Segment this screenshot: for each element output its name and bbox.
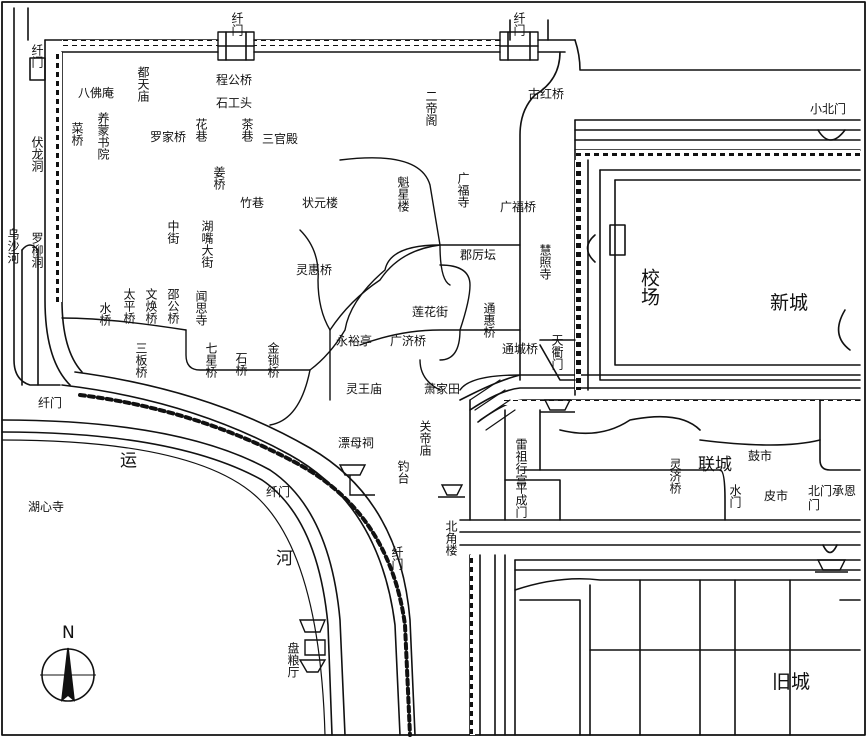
pavilion-icon <box>298 399 848 673</box>
bridge-label: 石桥 <box>234 352 248 376</box>
place-label: 三官殿 <box>262 132 299 146</box>
place-label: 关帝庙 <box>418 420 432 456</box>
place-label: 石工头 <box>216 96 253 110</box>
place-label: 状元楼 <box>302 196 339 210</box>
district-label: 旧城 <box>772 671 811 693</box>
place-label: 雷祖行宫 <box>514 438 528 486</box>
district-label: 联城 <box>698 455 732 475</box>
bridge-label: 广福桥 <box>500 200 537 214</box>
north-arrow-icon <box>40 647 96 702</box>
river-label: 运 <box>120 451 137 471</box>
bridge-label: 太平桥 <box>122 288 136 324</box>
bridge-label: 灵济桥 <box>668 458 682 494</box>
place-label: 盘粮厅 <box>286 642 300 678</box>
gate-label: 平成门 <box>514 482 528 518</box>
place-label: 漂母祠 <box>338 436 375 450</box>
place-label: 慧照寺 <box>538 244 552 280</box>
street-label: 茶巷 <box>240 118 254 142</box>
place-label: 八佛庵 <box>78 86 115 100</box>
old-city-west-wall <box>44 39 83 386</box>
place-label: 广福寺 <box>456 172 470 208</box>
district-label: 新城 <box>770 292 809 314</box>
place-label: 魁星楼 <box>396 176 410 212</box>
gate-label: 小北门 <box>810 102 847 116</box>
new-city <box>539 119 861 396</box>
place-label: 郡厉坛 <box>460 248 497 262</box>
place-label: 闻思寺 <box>194 290 208 326</box>
place-label: 皮市 <box>764 489 789 503</box>
gate-label: 水门 <box>728 484 742 508</box>
place-label: 养蒙书院 <box>96 112 110 160</box>
gate-label: 纤门 <box>512 12 526 36</box>
bridge-label: 金锁桥 <box>266 342 280 378</box>
bridge-label: 水桥 <box>98 302 112 326</box>
place-label: 二帝阁 <box>424 90 438 126</box>
bridge-label: 古红桥 <box>528 87 565 101</box>
place-label: 湖心寺 <box>28 500 65 514</box>
gate-icon <box>29 31 539 81</box>
bridge-label: 广济桥 <box>390 334 427 348</box>
west-canal <box>13 7 61 386</box>
bridge-label: 七星桥 <box>204 342 218 378</box>
bridge-label: 菜桥 <box>70 122 84 146</box>
river-label: 乌沙河 <box>6 228 20 264</box>
old-city-north-wall <box>44 39 576 53</box>
compass-north-label: N <box>62 623 75 643</box>
bridge-markers <box>469 379 516 431</box>
streets <box>61 157 521 426</box>
wusha-river <box>21 249 39 386</box>
bridge-label: 罗家桥 <box>150 130 187 144</box>
old-city-south <box>469 544 861 736</box>
place-label: 伏龙洞 <box>30 136 44 172</box>
gate-label: 北门承恩门 <box>808 484 857 512</box>
bridge-label: 通惠桥 <box>482 302 496 338</box>
place-label: 鼓市 <box>748 449 773 463</box>
street-label: 花巷 <box>194 118 208 142</box>
place-label: 永裕亭 <box>336 334 373 348</box>
east-canal-road <box>519 51 561 381</box>
bridge-label: 通城桥 <box>502 342 539 356</box>
street-label: 莲花街 <box>412 305 449 319</box>
bridge-label: 文焕桥 <box>144 288 158 324</box>
gate-label: 纤门 <box>30 44 44 68</box>
river-label: 河 <box>276 549 293 569</box>
gate-label: 纤门 <box>230 12 244 36</box>
grand-canal <box>1 371 416 737</box>
bridge-label: 邵公桥 <box>166 288 180 324</box>
bridge-label: 三板桥 <box>134 342 148 378</box>
north-road <box>574 39 861 71</box>
gate-label: 纤门 <box>38 396 63 410</box>
place-label: 萧家田 <box>424 382 461 396</box>
place-label: 北角楼 <box>444 520 458 556</box>
bridge-label: 姜桥 <box>212 166 226 190</box>
place-label: 都天庙 <box>136 66 150 102</box>
district-label: 校场 <box>638 268 660 306</box>
bridge-label: 灵惠桥 <box>296 263 333 277</box>
place-label: 罗柳洞 <box>30 232 44 268</box>
place-label: 灵王庙 <box>346 382 383 396</box>
street-label: 湖嘴大街 <box>200 220 214 268</box>
gate-label: 纤门 <box>266 485 291 499</box>
gate-label: 天衢门 <box>550 334 564 370</box>
street-label: 竹巷 <box>240 196 265 210</box>
gate-label: 纤门 <box>390 546 404 570</box>
bridge-label: 程公桥 <box>216 73 253 87</box>
street-label: 中街 <box>166 220 180 244</box>
place-label: 钓台 <box>396 460 410 484</box>
